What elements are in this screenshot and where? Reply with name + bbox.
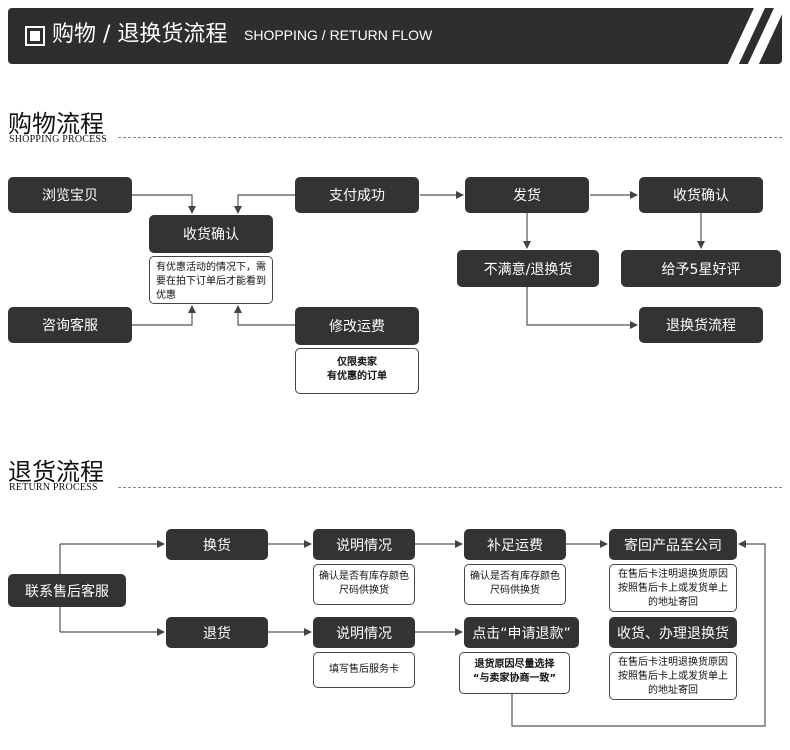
- section-divider: [118, 137, 782, 138]
- square-icon: [25, 26, 45, 46]
- shopping-section-title: 购物流程: [8, 110, 104, 138]
- node-send-back: 寄回产品至公司: [609, 529, 737, 560]
- node-dissatisfied: 不满意/退换货: [457, 250, 599, 287]
- note-card-2: 在售后卡注明退换货原因 按照售后卡上或发货单上 的地址寄回: [609, 652, 737, 700]
- node-explain-1: 说明情况: [313, 529, 415, 560]
- note-reason: 退货原因尽量选择 “与卖家协商一致”: [459, 652, 570, 694]
- node-receipt-confirm: 收货确认: [639, 177, 763, 213]
- node-browse: 浏览宝贝: [8, 177, 132, 213]
- node-ship: 发货: [465, 177, 589, 213]
- shopping-section-subtitle: SHOPPING PROCESS: [9, 134, 107, 145]
- node-apply-refund: 点击“申请退款”: [464, 617, 579, 648]
- node-receive-process: 收货、办理退换货: [609, 617, 737, 648]
- node-contact-service: 联系售后客服: [8, 574, 126, 607]
- return-section-subtitle: RETURN PROCESS: [9, 482, 98, 493]
- note-promo: 有优惠活动的情况下，需 要在拍下订单后才能看到 优惠: [149, 256, 273, 304]
- node-pay: 支付成功: [295, 177, 419, 213]
- node-exchange: 换货: [166, 529, 268, 560]
- node-confirm-receipt: 收货确认: [149, 215, 273, 253]
- note-stock-1: 确认是否有库存颜色 尺码供换货: [313, 564, 415, 605]
- node-top-up-shipping: 补足运费: [464, 529, 566, 560]
- header-banner: [8, 8, 782, 64]
- note-stock-2: 确认是否有库存颜色 尺码供换货: [464, 564, 566, 605]
- note-card-1: 在售后卡注明退换货原因 按照售后卡上或发货单上 的地址寄回: [609, 564, 737, 612]
- node-consult: 咨询客服: [8, 307, 132, 343]
- banner-title: 购物 / 退换货流程: [52, 22, 228, 47]
- note-seller-only: 仅限卖家 有优惠的订单: [295, 348, 419, 394]
- note-fill-card: 填写售后服务卡: [313, 652, 415, 688]
- node-return: 退货: [166, 617, 268, 648]
- node-return-flow: 退换货流程: [639, 307, 763, 343]
- node-give-5-star: 给予5星好评: [621, 250, 781, 287]
- return-section-title: 退货流程: [8, 458, 104, 486]
- banner-subtitle: SHOPPING / RETURN FLOW: [244, 27, 433, 43]
- node-explain-2: 说明情况: [313, 617, 415, 648]
- node-modify-shipping: 修改运费: [295, 307, 419, 345]
- section-divider: [118, 487, 782, 488]
